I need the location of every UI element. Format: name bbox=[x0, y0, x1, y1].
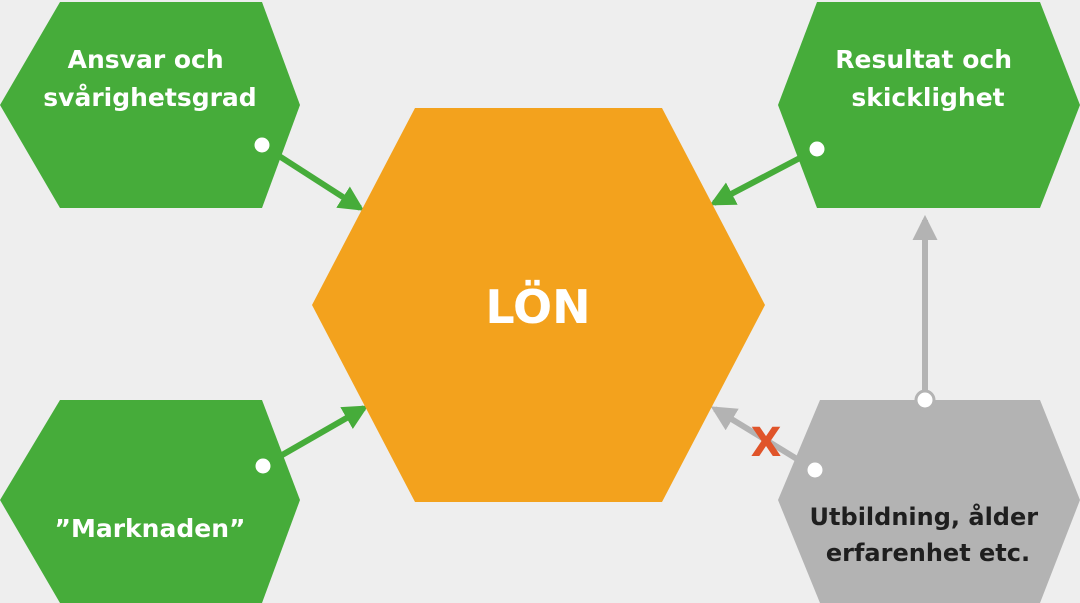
node-ansvar-label: Ansvar och svårighetsgrad bbox=[43, 45, 256, 112]
node-marknaden-line-1: ”Marknaden” bbox=[55, 514, 246, 543]
node-ansvar-hexagon bbox=[0, 2, 300, 208]
endpoint-dot bbox=[251, 134, 273, 156]
node-marknaden-hexagon bbox=[0, 400, 300, 603]
endpoint-dot bbox=[914, 389, 936, 411]
node-ansvar-line-2: svårighetsgrad bbox=[43, 83, 256, 112]
center-lon-hexagon bbox=[312, 108, 765, 502]
node-resultat-label: Resultat och skicklighet bbox=[835, 45, 1020, 112]
blocked-x-marker: X bbox=[751, 420, 782, 466]
node-marknaden-label: ”Marknaden” bbox=[55, 514, 246, 543]
node-utbildning-line-1: Utbildning, ålder bbox=[810, 502, 1039, 531]
node-ansvar-line-1: Ansvar och bbox=[68, 45, 224, 74]
node-utbildning-line-2: erfarenhet etc. bbox=[826, 539, 1030, 567]
endpoint-dot bbox=[804, 459, 826, 481]
node-utbildning-label: Utbildning, ålder erfarenhet etc. bbox=[810, 502, 1047, 567]
node-resultat-line-2: skicklighet bbox=[851, 83, 1004, 112]
node-resultat-hexagon bbox=[778, 2, 1080, 208]
node-utbildning-hexagon bbox=[778, 400, 1080, 603]
endpoint-dot bbox=[806, 138, 828, 160]
node-resultat-line-1: Resultat och bbox=[835, 45, 1012, 74]
endpoint-dot bbox=[252, 455, 274, 477]
center-lon-label: LÖN bbox=[485, 280, 590, 334]
